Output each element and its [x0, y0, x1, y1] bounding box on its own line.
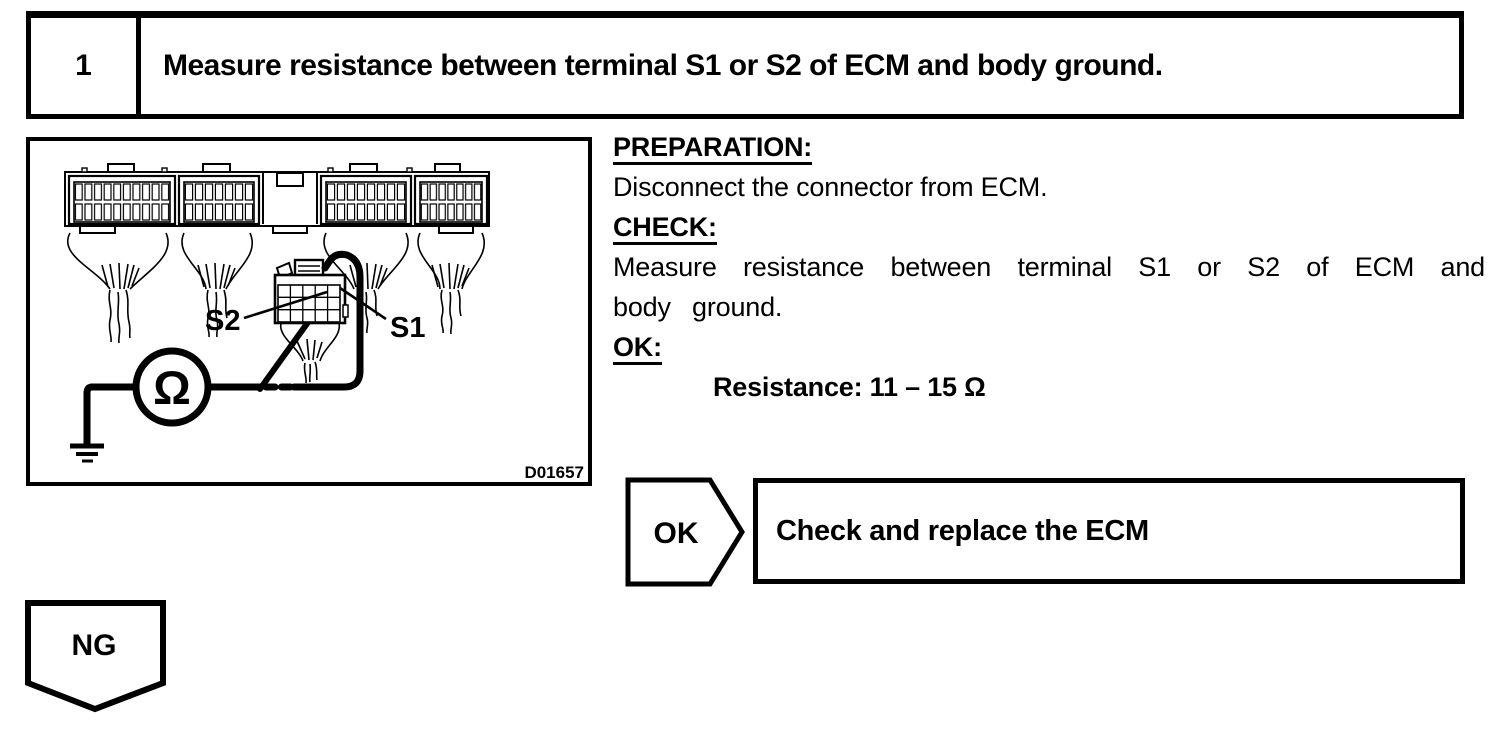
wiring-diagram-figure: Ω S2 S1 D01657 [26, 137, 592, 486]
step-title: Measure resistance between terminal S1 o… [163, 49, 1163, 82]
ground-symbol [70, 443, 104, 463]
wire-harness-tassels [67, 232, 485, 344]
s2-leader-line [243, 290, 328, 320]
ok-flow-connector: OK [625, 477, 745, 587]
ok-result-text: Check and replace the ECM [776, 514, 1149, 547]
ng-arrow-shape [25, 600, 166, 713]
small-connector-tassel [280, 322, 341, 384]
s1-leader-line [339, 286, 387, 321]
preparation-text: Disconnect the connector from ECM. [613, 172, 1048, 202]
small-connector [273, 258, 349, 325]
step-number: 1 [31, 18, 141, 114]
step-header-box: 1 Measure resistance between terminal S1… [26, 11, 1464, 119]
ok-spec-text: Resistance: 11 – 15 Ω [713, 372, 986, 402]
meter-left-wire [83, 383, 139, 448]
check-text: Measure resistance between terminal S1 o… [613, 252, 1485, 322]
figure-code: D01657 [524, 463, 584, 482]
ok-result-box: Check and replace the ECM [753, 478, 1465, 584]
ok-arrow-shape [625, 477, 745, 587]
ng-arrow-label: NG [72, 629, 117, 662]
s1-terminal-label: S1 [390, 312, 425, 344]
ohmmeter-omega-symbol: Ω [153, 361, 191, 414]
ng-flow-connector: NG [25, 600, 166, 713]
ok-heading: OK: [613, 332, 662, 365]
probe-wire-s1-loop [290, 250, 364, 391]
instruction-column: PREPARATION: Disconnect the connector fr… [613, 127, 1493, 407]
ok-arrow-label: OK [654, 517, 699, 550]
s2-terminal-label: S2 [205, 305, 240, 337]
ecm-connector-row [64, 163, 490, 234]
check-heading: CHECK: [613, 212, 717, 245]
ohmmeter-circle [132, 347, 212, 427]
preparation-heading: PREPARATION: [613, 132, 812, 165]
